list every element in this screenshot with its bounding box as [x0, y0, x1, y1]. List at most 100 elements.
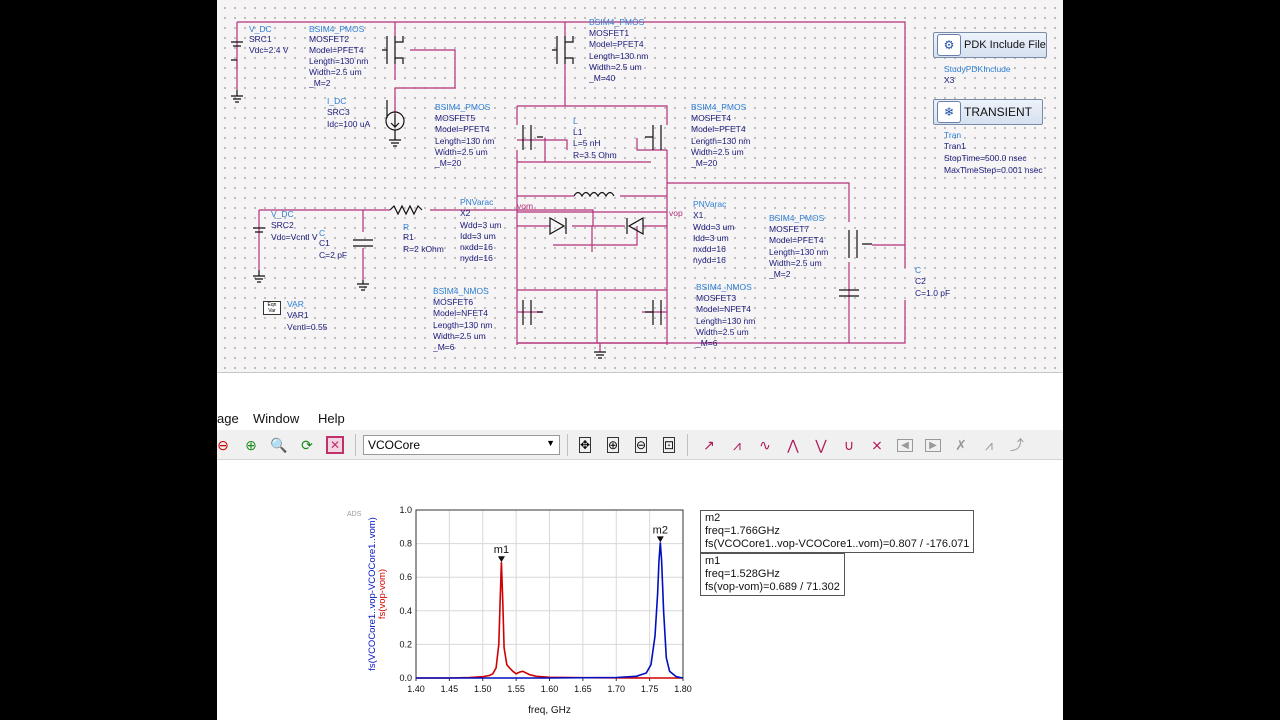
- pdk-include-block[interactable]: ⚙ PDK Include File: [933, 32, 1047, 58]
- svg-text:StudyPDKInclude: StudyPDKInclude: [944, 64, 1011, 74]
- svg-text:I_DC: I_DC: [327, 96, 346, 106]
- svg-text:MOSFET1: MOSFET1: [589, 28, 629, 38]
- zoom-out-icon[interactable]: ⊖: [634, 437, 648, 453]
- marker-readout-m1-value: fs(vop-vom)=0.689 / 71.302: [705, 581, 840, 593]
- menu-bar: age Window Help: [217, 408, 1063, 430]
- zoom-icon[interactable]: 🔍: [270, 436, 288, 453]
- svg-text:Tran: Tran: [944, 130, 961, 140]
- svg-text:MOSFET7: MOSFET7: [769, 224, 809, 234]
- svg-text:_M=20: _M=20: [435, 158, 461, 168]
- y-tick-label: 0.0: [399, 673, 412, 683]
- menu-item-page[interactable]: age: [217, 411, 239, 426]
- svg-text:MOSFET2: MOSFET2: [309, 34, 349, 44]
- menu-item-window[interactable]: Window: [253, 411, 300, 426]
- svg-text:SRC3: SRC3: [327, 107, 350, 117]
- svg-text:Model=NFET4: Model=NFET4: [696, 304, 751, 314]
- toolbar: ⊖ ⊕ 🔍 ⟳ ✕ VCOCore ▼ ✥ ⊕ ⊖ ⊡ ↗ ⩘ ∿ ⋀ ⋁ ∪ …: [217, 430, 1063, 460]
- marker-max-icon[interactable]: ⋀: [787, 436, 799, 453]
- marker-label: m2: [653, 524, 668, 536]
- svg-text:L: L: [573, 116, 578, 126]
- svg-text:Length=130 nm: Length=130 nm: [589, 51, 648, 61]
- svg-text:BSIM4_PMOS: BSIM4_PMOS: [435, 102, 491, 112]
- pdk-include-label: PDK Include File: [964, 39, 1046, 51]
- svg-text:_M=2: _M=2: [309, 78, 331, 88]
- svg-text:R=3.5 Ohm: R=3.5 Ohm: [573, 150, 617, 160]
- svg-text:nydd=16: nydd=16: [460, 253, 493, 263]
- svg-text:Length=130 nm: Length=130 nm: [691, 136, 750, 146]
- marker-rise-grey-icon[interactable]: ⤴: [1010, 437, 1024, 453]
- transient-block[interactable]: ❄ TRANSIENT: [933, 99, 1043, 125]
- zoom-fit-icon[interactable]: ⊡: [662, 437, 676, 453]
- x-tick-label: 1.40: [407, 684, 425, 694]
- zoom-minus-2-icon[interactable]: ⊖: [217, 436, 229, 453]
- net-label-vop: vop: [669, 208, 683, 218]
- marker-icon[interactable]: ↗: [703, 436, 715, 453]
- refresh-icon[interactable]: ⟳: [301, 436, 313, 453]
- series-line: [416, 542, 684, 679]
- marker-valley-icon[interactable]: ∪: [843, 436, 855, 453]
- x-axis-label: freq, GHz: [528, 705, 571, 716]
- design-select-dropdown[interactable]: VCOCore ▼: [363, 435, 560, 455]
- svg-text:SRC2: SRC2: [271, 220, 294, 230]
- svg-text:_M=20: _M=20: [691, 158, 717, 168]
- zoom-in-icon[interactable]: ⊕: [606, 437, 620, 453]
- marker-delta-icon[interactable]: ⨯: [871, 436, 883, 453]
- marker-peak-icon[interactable]: ⩘: [733, 436, 741, 453]
- x-tick-label: 1.60: [541, 684, 559, 694]
- svg-text:V_DC: V_DC: [249, 24, 272, 34]
- marker-wave-icon[interactable]: ∿: [759, 436, 771, 453]
- svg-text:VAR: VAR: [287, 299, 304, 309]
- zoom-plus-2-icon[interactable]: ⊕: [245, 436, 257, 453]
- svg-text:BSIM4_PMOS: BSIM4_PMOS: [769, 213, 825, 223]
- svg-text:_M=6: _M=6: [696, 338, 718, 348]
- svg-text:MOSFET3: MOSFET3: [696, 293, 736, 303]
- marker-right-icon[interactable]: ▶: [921, 433, 945, 457]
- marker-left-icon[interactable]: ◀: [893, 433, 917, 457]
- svg-text:Width=2.5 um: Width=2.5 um: [433, 331, 486, 341]
- marker-readout-m2[interactable]: m2 freq=1.766GHz fs(VCOCore1..vop-VCOCor…: [700, 510, 975, 553]
- svg-text:Idd=3 um: Idd=3 um: [460, 231, 496, 241]
- svg-text:_M=40: _M=40: [589, 73, 615, 83]
- var-eqn-icon: Eqn Var: [263, 301, 281, 315]
- svg-text:SRC1: SRC1: [249, 34, 272, 44]
- marker-min-icon[interactable]: ⋁: [815, 436, 827, 453]
- y-tick-label: 0.2: [399, 639, 412, 649]
- stop-icon[interactable]: ✕: [323, 433, 347, 457]
- marker-readout-m1[interactable]: m1 freq=1.528GHz fs(vop-vom)=0.689 / 71.…: [700, 553, 845, 596]
- svg-text:Idc=100 uA: Idc=100 uA: [327, 119, 371, 129]
- marker-peak-grey-icon[interactable]: ⩘: [985, 436, 993, 453]
- svg-text:Vdc=2.4 V: Vdc=2.4 V: [249, 45, 289, 55]
- svg-text:vom: vom: [517, 201, 533, 211]
- marker-label: m1: [494, 544, 509, 556]
- toolbar-separator: [687, 434, 688, 456]
- svg-text:Length=130 nm: Length=130 nm: [769, 247, 828, 257]
- svg-text:Model=PFET4: Model=PFET4: [435, 124, 490, 134]
- menu-item-help[interactable]: Help: [318, 411, 345, 426]
- svg-text:Vdc=Vcntl V: Vdc=Vcntl V: [271, 232, 318, 242]
- svg-text:R: R: [403, 222, 409, 232]
- toolbar-separator: [567, 434, 568, 456]
- y-axis-label: fs(VCOCore1..vop-VCOCore1..vom): [367, 517, 378, 671]
- y-axis-label: fs(vop-vom): [377, 569, 388, 619]
- svg-text:PNVarac: PNVarac: [460, 197, 494, 207]
- marker-readout-m2-freq: freq=1.766GHz: [705, 525, 780, 537]
- pan-icon[interactable]: ✥: [578, 437, 592, 453]
- chevron-down-icon: ▼: [546, 438, 555, 448]
- marker-x-icon[interactable]: ✗: [955, 436, 967, 453]
- svg-text:MOSFET6: MOSFET6: [433, 297, 473, 307]
- svg-text:Model=PFET4: Model=PFET4: [309, 45, 364, 55]
- svg-text:BSIM4_PMOS: BSIM4_PMOS: [691, 102, 747, 112]
- svg-text:C=2 pF: C=2 pF: [319, 250, 347, 260]
- svg-text:BSIM4_NMOS: BSIM4_NMOS: [433, 286, 489, 296]
